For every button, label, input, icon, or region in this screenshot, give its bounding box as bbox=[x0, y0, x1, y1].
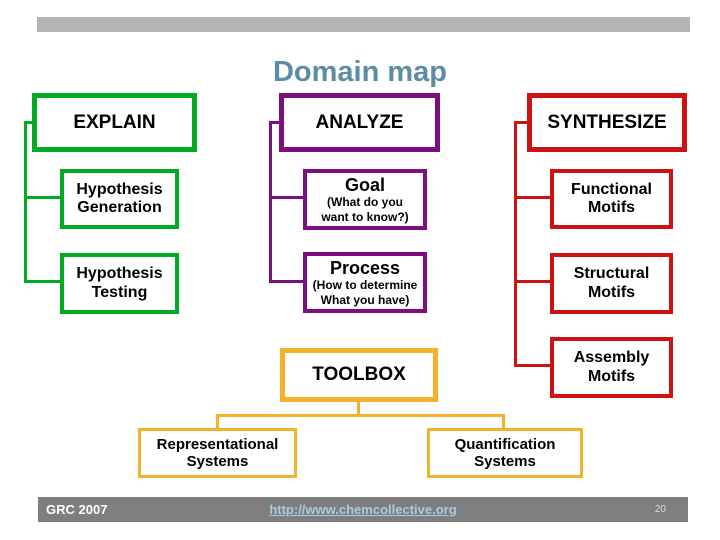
structural-motifs-box: Structural Motifs bbox=[550, 253, 673, 314]
synthesize-header-box: SYNTHESIZE bbox=[527, 93, 687, 152]
analyze-header-box: ANALYZE bbox=[279, 93, 440, 152]
process-box: Process (How to determine What you have) bbox=[303, 252, 427, 313]
synthesize-connector-stub-structural bbox=[517, 280, 550, 283]
page-number: 20 bbox=[654, 504, 666, 515]
synthesize-connector-stub-assembly bbox=[517, 364, 550, 367]
toolbox-connector-drop bbox=[357, 402, 360, 417]
explain-connector-vertical bbox=[24, 121, 27, 283]
footer-link[interactable]: http://www.chemcollective.org bbox=[269, 502, 457, 517]
functional-motifs-line1: Functional bbox=[571, 180, 652, 198]
hypothesis-generation-line2: Generation bbox=[77, 199, 162, 216]
quantification-systems-line2: Systems bbox=[474, 453, 536, 470]
hypothesis-generation-box: Hypothesis Generation bbox=[60, 169, 179, 229]
structural-motifs-line1: Structural bbox=[573, 265, 650, 283]
synthesize-connector-stub-header bbox=[517, 121, 527, 124]
analyze-header-label: ANALYZE bbox=[315, 111, 404, 133]
goal-box: Goal (What do you want to know?) bbox=[303, 169, 427, 230]
synthesize-connector-stub-functional bbox=[517, 196, 550, 199]
quantification-systems-box: Quantification Systems bbox=[427, 428, 583, 478]
goal-sub-line2: want to know?) bbox=[321, 209, 409, 224]
goal-sub-line1: (What do you bbox=[327, 195, 403, 210]
functional-motifs-line2: Motifs bbox=[587, 199, 636, 216]
analyze-connector-stub-header bbox=[272, 121, 279, 124]
hypothesis-generation-line1: Hypothesis bbox=[76, 180, 163, 198]
slide-title: Domain map bbox=[272, 56, 448, 88]
process-title: Process bbox=[329, 257, 401, 278]
goal-title: Goal bbox=[344, 174, 385, 195]
toolbox-header-label: TOOLBOX bbox=[312, 364, 406, 386]
analyze-connector-stub-process bbox=[272, 280, 303, 283]
structural-motifs-line2: Motifs bbox=[587, 283, 636, 301]
representational-systems-line2: Systems bbox=[186, 453, 249, 470]
representational-systems-box: Representational Systems bbox=[138, 428, 297, 478]
explain-connector-stub-header bbox=[27, 121, 33, 124]
explain-header-label: EXPLAIN bbox=[73, 111, 156, 133]
synthesize-header-label: SYNTHESIZE bbox=[547, 111, 667, 133]
functional-motifs-box: Functional Motifs bbox=[550, 169, 673, 229]
analyze-connector-vertical bbox=[269, 121, 272, 283]
hypothesis-testing-line1: Hypothesis bbox=[76, 265, 163, 283]
assembly-motifs-box: Assembly Motifs bbox=[550, 337, 673, 398]
toolbox-connector-left-drop bbox=[216, 414, 219, 428]
synthesize-connector-vertical bbox=[514, 121, 517, 367]
process-sub-line1: (How to determine bbox=[312, 278, 418, 293]
footer-credit: GRC 2007 bbox=[46, 502, 108, 517]
toolbox-header-box: TOOLBOX bbox=[280, 348, 438, 402]
hypothesis-testing-line2: Testing bbox=[91, 283, 148, 301]
representational-systems-line1: Representational bbox=[156, 435, 279, 453]
assembly-motifs-line1: Assembly bbox=[573, 349, 650, 367]
quantification-systems-line1: Quantification bbox=[454, 435, 556, 453]
hypothesis-testing-box: Hypothesis Testing bbox=[60, 253, 179, 314]
analyze-connector-stub-goal bbox=[272, 196, 303, 199]
assembly-motifs-line2: Motifs bbox=[587, 367, 636, 385]
toolbox-connector-horizontal bbox=[216, 414, 505, 417]
process-sub-line2: What you have) bbox=[320, 292, 410, 307]
explain-connector-stub-testing bbox=[27, 280, 60, 283]
explain-connector-stub-generation bbox=[27, 196, 60, 199]
toolbox-connector-right-drop bbox=[502, 414, 505, 428]
top-decoration-bar bbox=[37, 17, 690, 32]
footer-bar: GRC 2007 http://www.chemcollective.org 2… bbox=[38, 497, 688, 522]
explain-header-box: EXPLAIN bbox=[32, 93, 197, 152]
